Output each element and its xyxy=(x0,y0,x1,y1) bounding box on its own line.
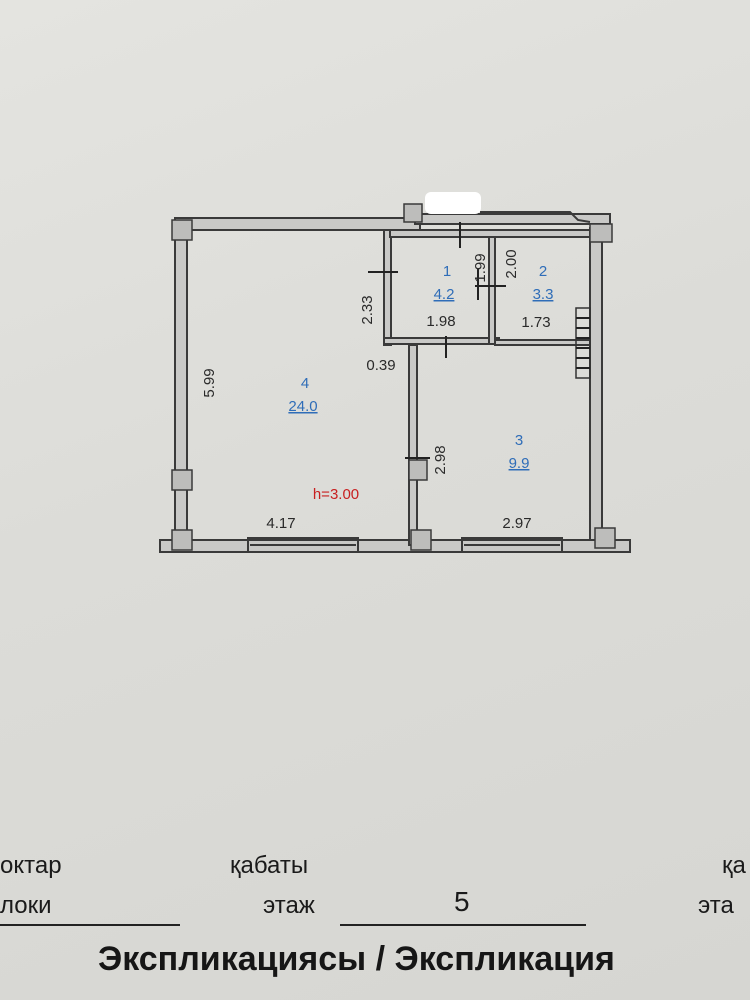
room-4-area: 24.0 xyxy=(288,398,317,415)
wall-room3-left xyxy=(408,344,418,546)
column xyxy=(408,459,428,481)
column xyxy=(171,219,193,241)
room-2-number: 2 xyxy=(539,263,547,280)
column xyxy=(171,469,193,491)
dim-room3-height: 2.98 xyxy=(432,445,449,474)
left-label-2: локи xyxy=(0,892,52,919)
left-underline xyxy=(0,924,180,926)
room-2-area: 3.3 xyxy=(533,286,554,303)
column xyxy=(403,203,423,223)
dim-gap: 0.39 xyxy=(366,357,395,374)
wall-top-left xyxy=(174,217,421,231)
page-title: Экспликациясы / Экспликация xyxy=(98,940,615,978)
room-4-number: 4 xyxy=(301,375,309,392)
ceiling-height: h=3.00 xyxy=(313,486,359,503)
dim-room2-height: 2.00 xyxy=(503,249,520,278)
right-label-2: эта xyxy=(698,892,734,919)
floor-value: 5 xyxy=(454,886,470,917)
wall-room1-left xyxy=(383,229,392,346)
left-label-1: октар xyxy=(0,852,62,879)
dim-room4-height: 5.99 xyxy=(201,368,218,397)
dim-room3-width: 2.97 xyxy=(502,515,531,532)
wall-top-right xyxy=(414,213,611,225)
dim-room1-width: 1.98 xyxy=(426,313,455,330)
wall-room1-top xyxy=(389,229,591,238)
column xyxy=(410,529,432,551)
room-3-number: 3 xyxy=(515,432,523,449)
column xyxy=(594,527,616,549)
wall-notch xyxy=(480,211,591,223)
dim-room2-width: 1.73 xyxy=(521,314,550,331)
room-1-number: 1 xyxy=(443,263,451,280)
wall-left xyxy=(174,221,188,548)
redaction-patch xyxy=(425,192,481,214)
right-label-1: қа xyxy=(722,852,746,879)
wall-right xyxy=(589,227,603,549)
column xyxy=(171,529,193,551)
wall-room1-bottom xyxy=(383,337,500,345)
floor-label-ru: этаж xyxy=(263,892,315,919)
window xyxy=(461,537,563,553)
wall-bottom xyxy=(159,539,631,553)
dim-room1-inner: 1.99 xyxy=(472,253,489,282)
column xyxy=(589,223,613,243)
dim-room4-width: 4.17 xyxy=(266,515,295,532)
window xyxy=(247,537,359,553)
room-3-area: 9.9 xyxy=(509,455,530,472)
floor-label-kz: қабаты xyxy=(230,852,309,879)
dim-room1-height: 2.33 xyxy=(359,295,376,324)
floor-underline xyxy=(340,924,586,926)
room-1-area: 4.2 xyxy=(434,286,455,303)
ventilation-grille xyxy=(575,307,591,379)
